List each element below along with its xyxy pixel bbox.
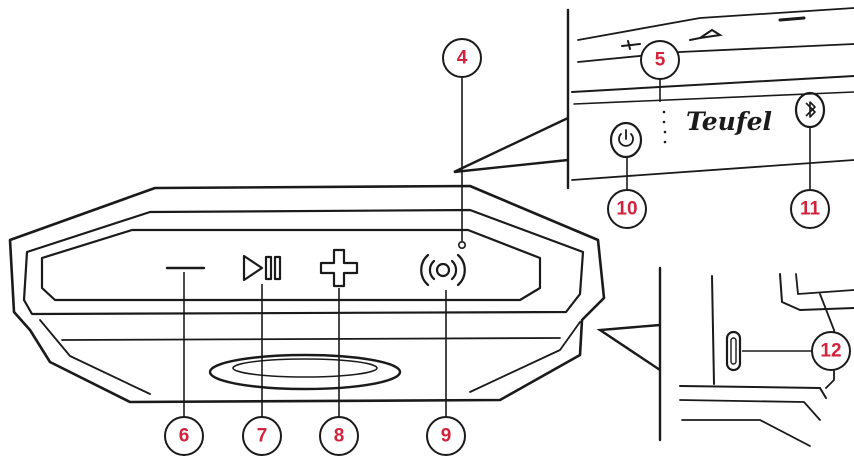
- callout-6-label: 6: [179, 426, 190, 447]
- side-inset-upper-notch: [779, 273, 854, 311]
- inset-top-edge: [577, 7, 854, 41]
- play-pause-icon: [242, 254, 282, 282]
- callout-5: 5: [640, 40, 680, 80]
- side-inset-bottom-3: [681, 419, 811, 447]
- callout-4-label: 4: [457, 48, 468, 69]
- callout-11: 11: [790, 189, 830, 229]
- power-button[interactable]: [609, 121, 643, 159]
- callout-10-label: 10: [616, 199, 637, 220]
- inset-minus-mark: [621, 40, 641, 50]
- callout-7: 7: [242, 416, 282, 456]
- brand-logo: Teufel: [686, 107, 772, 136]
- side-inset-bottom-2: [679, 399, 821, 421]
- zoom-wedge-side: [596, 323, 661, 371]
- callout-12: 12: [811, 331, 851, 371]
- speaker-outer-shell: [8, 184, 606, 404]
- side-inset-upper-notch-2: [795, 273, 854, 295]
- inset-bottom-edge: [571, 159, 854, 181]
- lower-bevel-right: [469, 321, 581, 393]
- inset-plus-mark: [778, 16, 806, 22]
- bottom-radiator: [208, 353, 402, 391]
- status-led: [457, 241, 466, 250]
- usb-c-port-inner: [730, 337, 737, 365]
- speaker-top-panel: [22, 208, 585, 316]
- leader-lines: [183, 78, 812, 418]
- callout-12-label: 12: [820, 341, 841, 362]
- bottom-radiator-inner: [232, 358, 378, 378]
- lower-bevel-left: [39, 319, 151, 395]
- top-inset-detail: [566, 7, 854, 190]
- volume-up-button[interactable]: [319, 248, 359, 288]
- side-inset-detail: [658, 266, 854, 447]
- callout-9-label: 9: [441, 426, 452, 447]
- lower-base-line: [61, 337, 561, 341]
- side-inset-bottom: [679, 385, 827, 399]
- party-mode-button[interactable]: [420, 253, 466, 287]
- play-pause-button[interactable]: [242, 254, 282, 282]
- battery-led-indicator: [662, 110, 667, 144]
- usb-c-port-icon: [725, 330, 742, 372]
- callout-6: 6: [164, 416, 204, 456]
- power-icon: [618, 129, 634, 147]
- bluetooth-button[interactable]: [794, 91, 826, 129]
- usb-c-port[interactable]: [725, 330, 742, 372]
- callout-9: 9: [426, 416, 466, 456]
- callout-8: 8: [319, 416, 359, 456]
- control-strip: [40, 228, 542, 302]
- inset-play-mark: [689, 28, 723, 41]
- bluetooth-icon: [805, 101, 816, 118]
- callout-5-label: 5: [655, 50, 666, 71]
- bluetooth-button-rim: [794, 91, 826, 129]
- callout-11-label: 11: [800, 199, 821, 220]
- plus-icon: [319, 248, 359, 288]
- callout-4: 4: [442, 38, 482, 78]
- wireless-link-icon: [420, 253, 466, 287]
- callout-8-label: 8: [334, 426, 345, 447]
- zoom-wedge-top: [453, 116, 569, 174]
- side-inset-edge: [711, 275, 715, 385]
- inset-top-edge-2: [577, 43, 854, 63]
- callout-10: 10: [607, 189, 647, 229]
- power-button-rim: [609, 121, 643, 159]
- inset-top-edge-3: [571, 75, 854, 93]
- callout-7-label: 7: [257, 426, 268, 447]
- speaker-body: [8, 184, 606, 404]
